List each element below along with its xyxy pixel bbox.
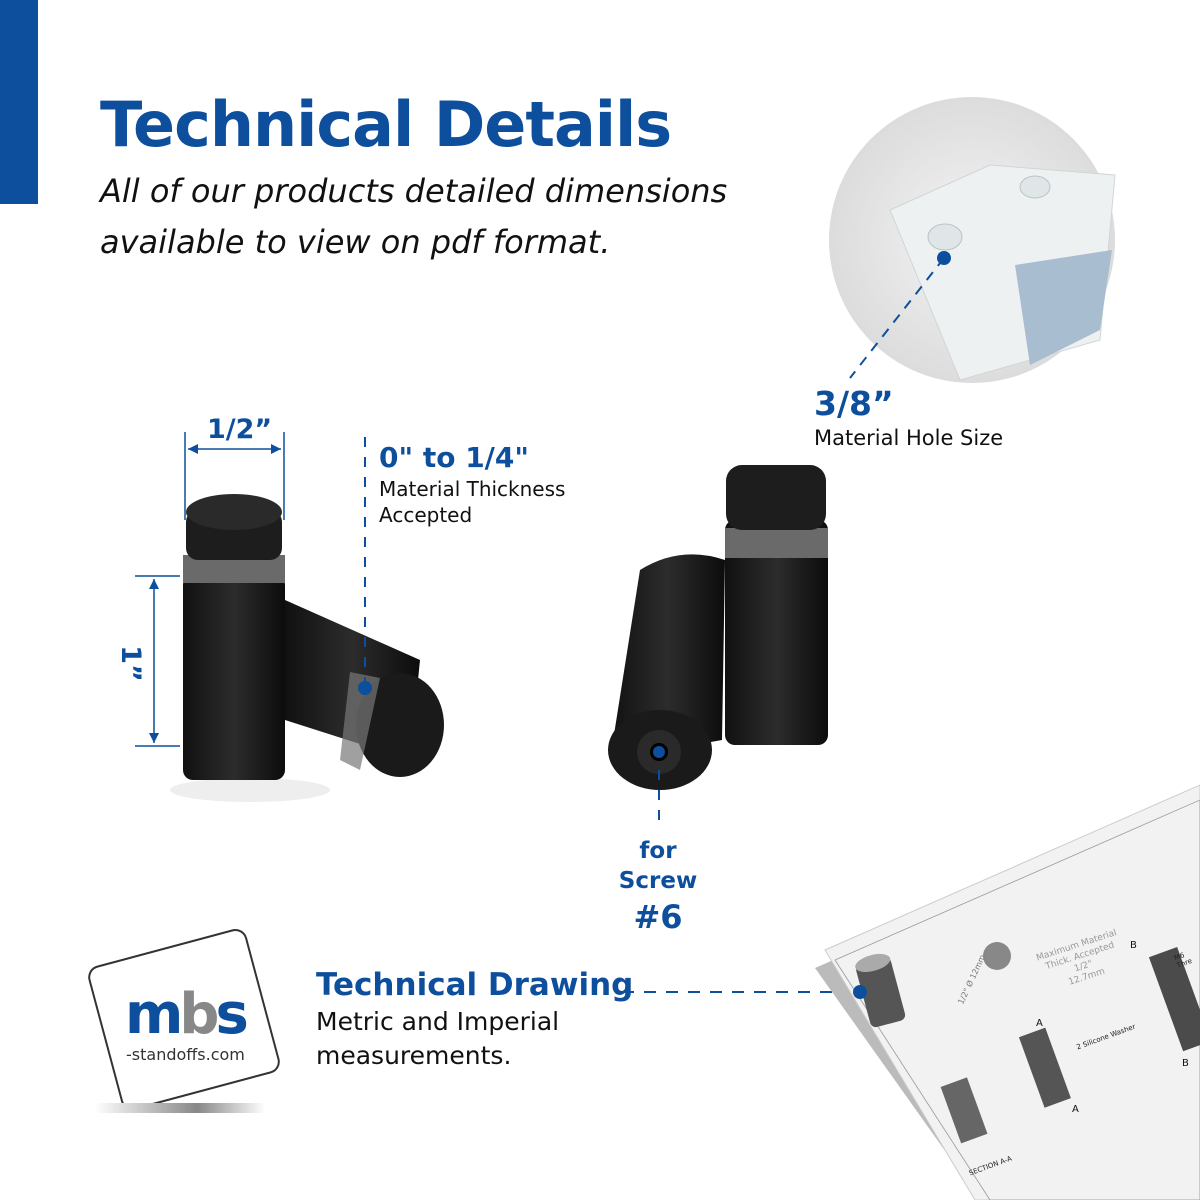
logo-shadow <box>95 1103 265 1113</box>
subtitle-line-2: available to view on pdf format. <box>100 223 611 261</box>
height-dimension: 1” <box>114 645 146 682</box>
technical-drawing-callout: Technical Drawing Metric and Imperial me… <box>316 965 633 1073</box>
technical-drawing-title: Technical Drawing <box>316 967 634 1003</box>
hole-closeup-photo <box>829 97 1116 383</box>
drawing-marker-b: B <box>1130 940 1137 951</box>
thickness-label: Accepted <box>379 503 473 527</box>
thickness-value: 0" to 1/4" <box>379 441 529 474</box>
page-title: Technical Details <box>100 88 672 161</box>
drawing-marker-a: A <box>1072 1104 1079 1115</box>
drawing-marker-a: A <box>1036 1018 1043 1029</box>
logo-mark: mbs <box>125 982 249 1047</box>
subtitle-line-1: All of our products detailed dimensions <box>100 172 728 210</box>
thickness-callout: 0" to 1/4" Material Thickness Accepted <box>379 440 565 528</box>
drawing-marker-b: B <box>1182 1058 1189 1069</box>
accent-bar <box>0 0 38 204</box>
standoff-right-pair <box>608 465 828 790</box>
screw-label: for Screw <box>618 838 698 894</box>
page-subtitle: All of our products detailed dimensions … <box>100 166 727 268</box>
hole-size-label: Material Hole Size <box>814 426 1004 450</box>
screw-callout: for Screw #6 <box>598 836 718 938</box>
logo-domain: -standoffs.com <box>126 1045 245 1064</box>
technical-drawing-sheet <box>815 784 1200 1200</box>
thickness-label: Material Thickness <box>379 477 566 501</box>
standoff-left-pair <box>170 494 444 802</box>
technical-drawing-line-2: measurements. <box>316 1041 512 1070</box>
width-dimension: 1/2” <box>207 414 273 445</box>
hole-size-value: 3/8” <box>814 384 894 423</box>
hole-size-callout: 3/8” Material Hole Size <box>814 383 1003 451</box>
technical-drawing-line-1: Metric and Imperial <box>316 1007 560 1036</box>
screw-value: #6 <box>633 898 683 936</box>
